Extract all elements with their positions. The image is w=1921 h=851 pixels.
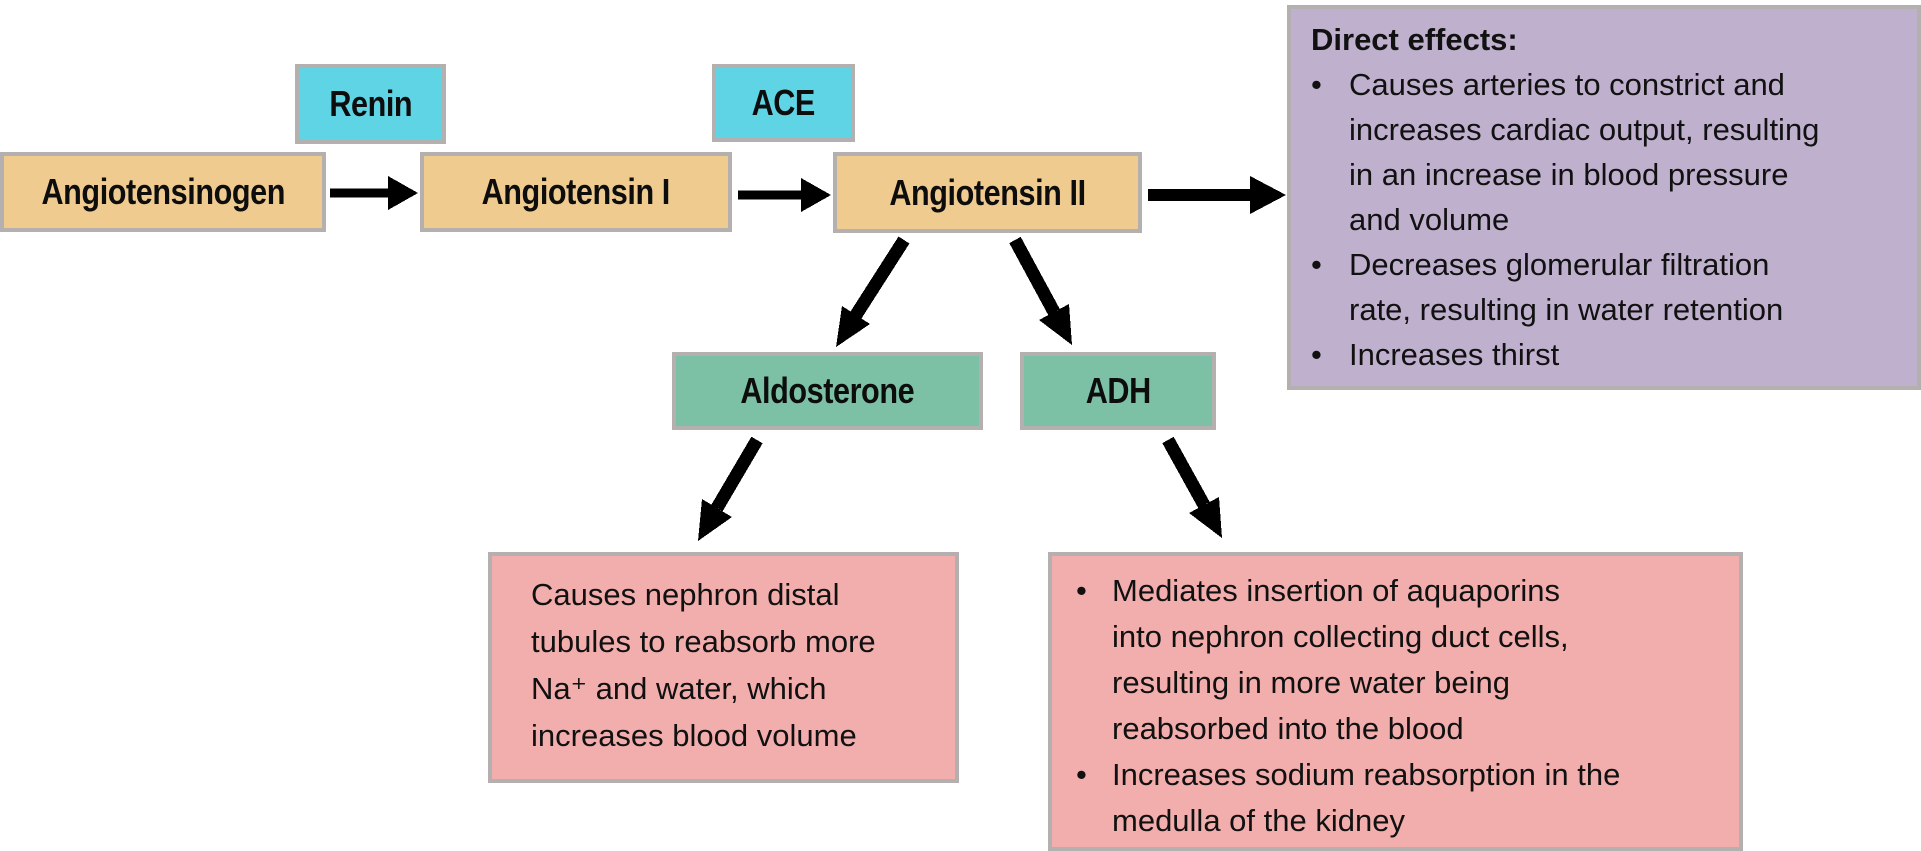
arrow-angiotensinogen-to-angiotensin-i [330, 176, 418, 210]
adh-effects-panel: • Mediates insertion of aquaporins into … [1048, 552, 1743, 851]
node-aldosterone: Aldosterone [672, 352, 983, 430]
node-adh: ADH [1020, 352, 1216, 430]
node-ace-label: ACE [751, 82, 816, 123]
direct-effects-bullet-list: • Causes arteries to constrict and incre… [1311, 62, 1909, 377]
node-angiotensin-ii-label: Angiotensin II [889, 171, 1086, 213]
node-ace: ACE [712, 64, 855, 142]
bullet-text: Increases sodium reabsorption in the med… [1112, 757, 1621, 838]
node-adh-label: ADH [1085, 370, 1151, 411]
node-renin: Renin [295, 64, 446, 144]
aldosterone-effects-text: Causes nephron distal tubules to reabsor… [531, 577, 876, 753]
node-angiotensin-i: Angiotensin I [420, 152, 732, 232]
bullet-dot: • [1311, 337, 1322, 372]
bullet-text: Mediates insertion of aquaporins into ne… [1112, 573, 1569, 746]
bullet-dot: • [1076, 573, 1087, 608]
arrow-aldosterone-to-effects [698, 436, 763, 541]
arrow-angiotensin-ii-to-adh [1009, 236, 1072, 345]
arrow-angiotensin-ii-to-direct-effects [1148, 176, 1286, 214]
bullet-text: Causes arteries to constrict and increas… [1349, 67, 1820, 237]
direct-effects-bullet: • Causes arteries to constrict and incre… [1311, 62, 1909, 242]
node-angiotensinogen-label: Angiotensinogen [41, 171, 285, 212]
arrow-angiotensin-i-to-angiotensin-ii [738, 178, 831, 212]
direct-effects-title: Direct effects: [1311, 22, 1518, 57]
node-angiotensinogen: Angiotensinogen [0, 152, 326, 232]
adh-effects-bullet: • Mediates insertion of aquaporins into … [1076, 568, 1729, 752]
bullet-dot: • [1311, 67, 1322, 102]
arrow-angiotensin-ii-to-aldosterone [836, 236, 910, 347]
bullet-dot: • [1311, 247, 1322, 282]
node-angiotensin-i-label: Angiotensin I [481, 171, 671, 212]
adh-effects-bullet-list: • Mediates insertion of aquaporins into … [1076, 568, 1729, 844]
arrow-adh-to-effects [1162, 436, 1222, 538]
direct-effects-bullet: • Increases thirst [1311, 332, 1909, 377]
node-angiotensin-ii: Angiotensin II [833, 152, 1142, 233]
bullet-dot: • [1076, 757, 1087, 792]
aldosterone-effects-panel: Causes nephron distal tubules to reabsor… [488, 552, 959, 783]
adh-effects-bullet: • Increases sodium reabsorption in the m… [1076, 752, 1729, 844]
node-renin-label: Renin [329, 83, 412, 124]
bullet-text: Decreases glomerular filtration rate, re… [1349, 247, 1784, 327]
node-aldosterone-label: Aldosterone [740, 370, 915, 411]
bullet-text: Increases thirst [1349, 337, 1560, 372]
direct-effects-bullet: • Decreases glomerular filtration rate, … [1311, 242, 1909, 332]
direct-effects-panel: Direct effects: • Causes arteries to con… [1287, 5, 1921, 390]
